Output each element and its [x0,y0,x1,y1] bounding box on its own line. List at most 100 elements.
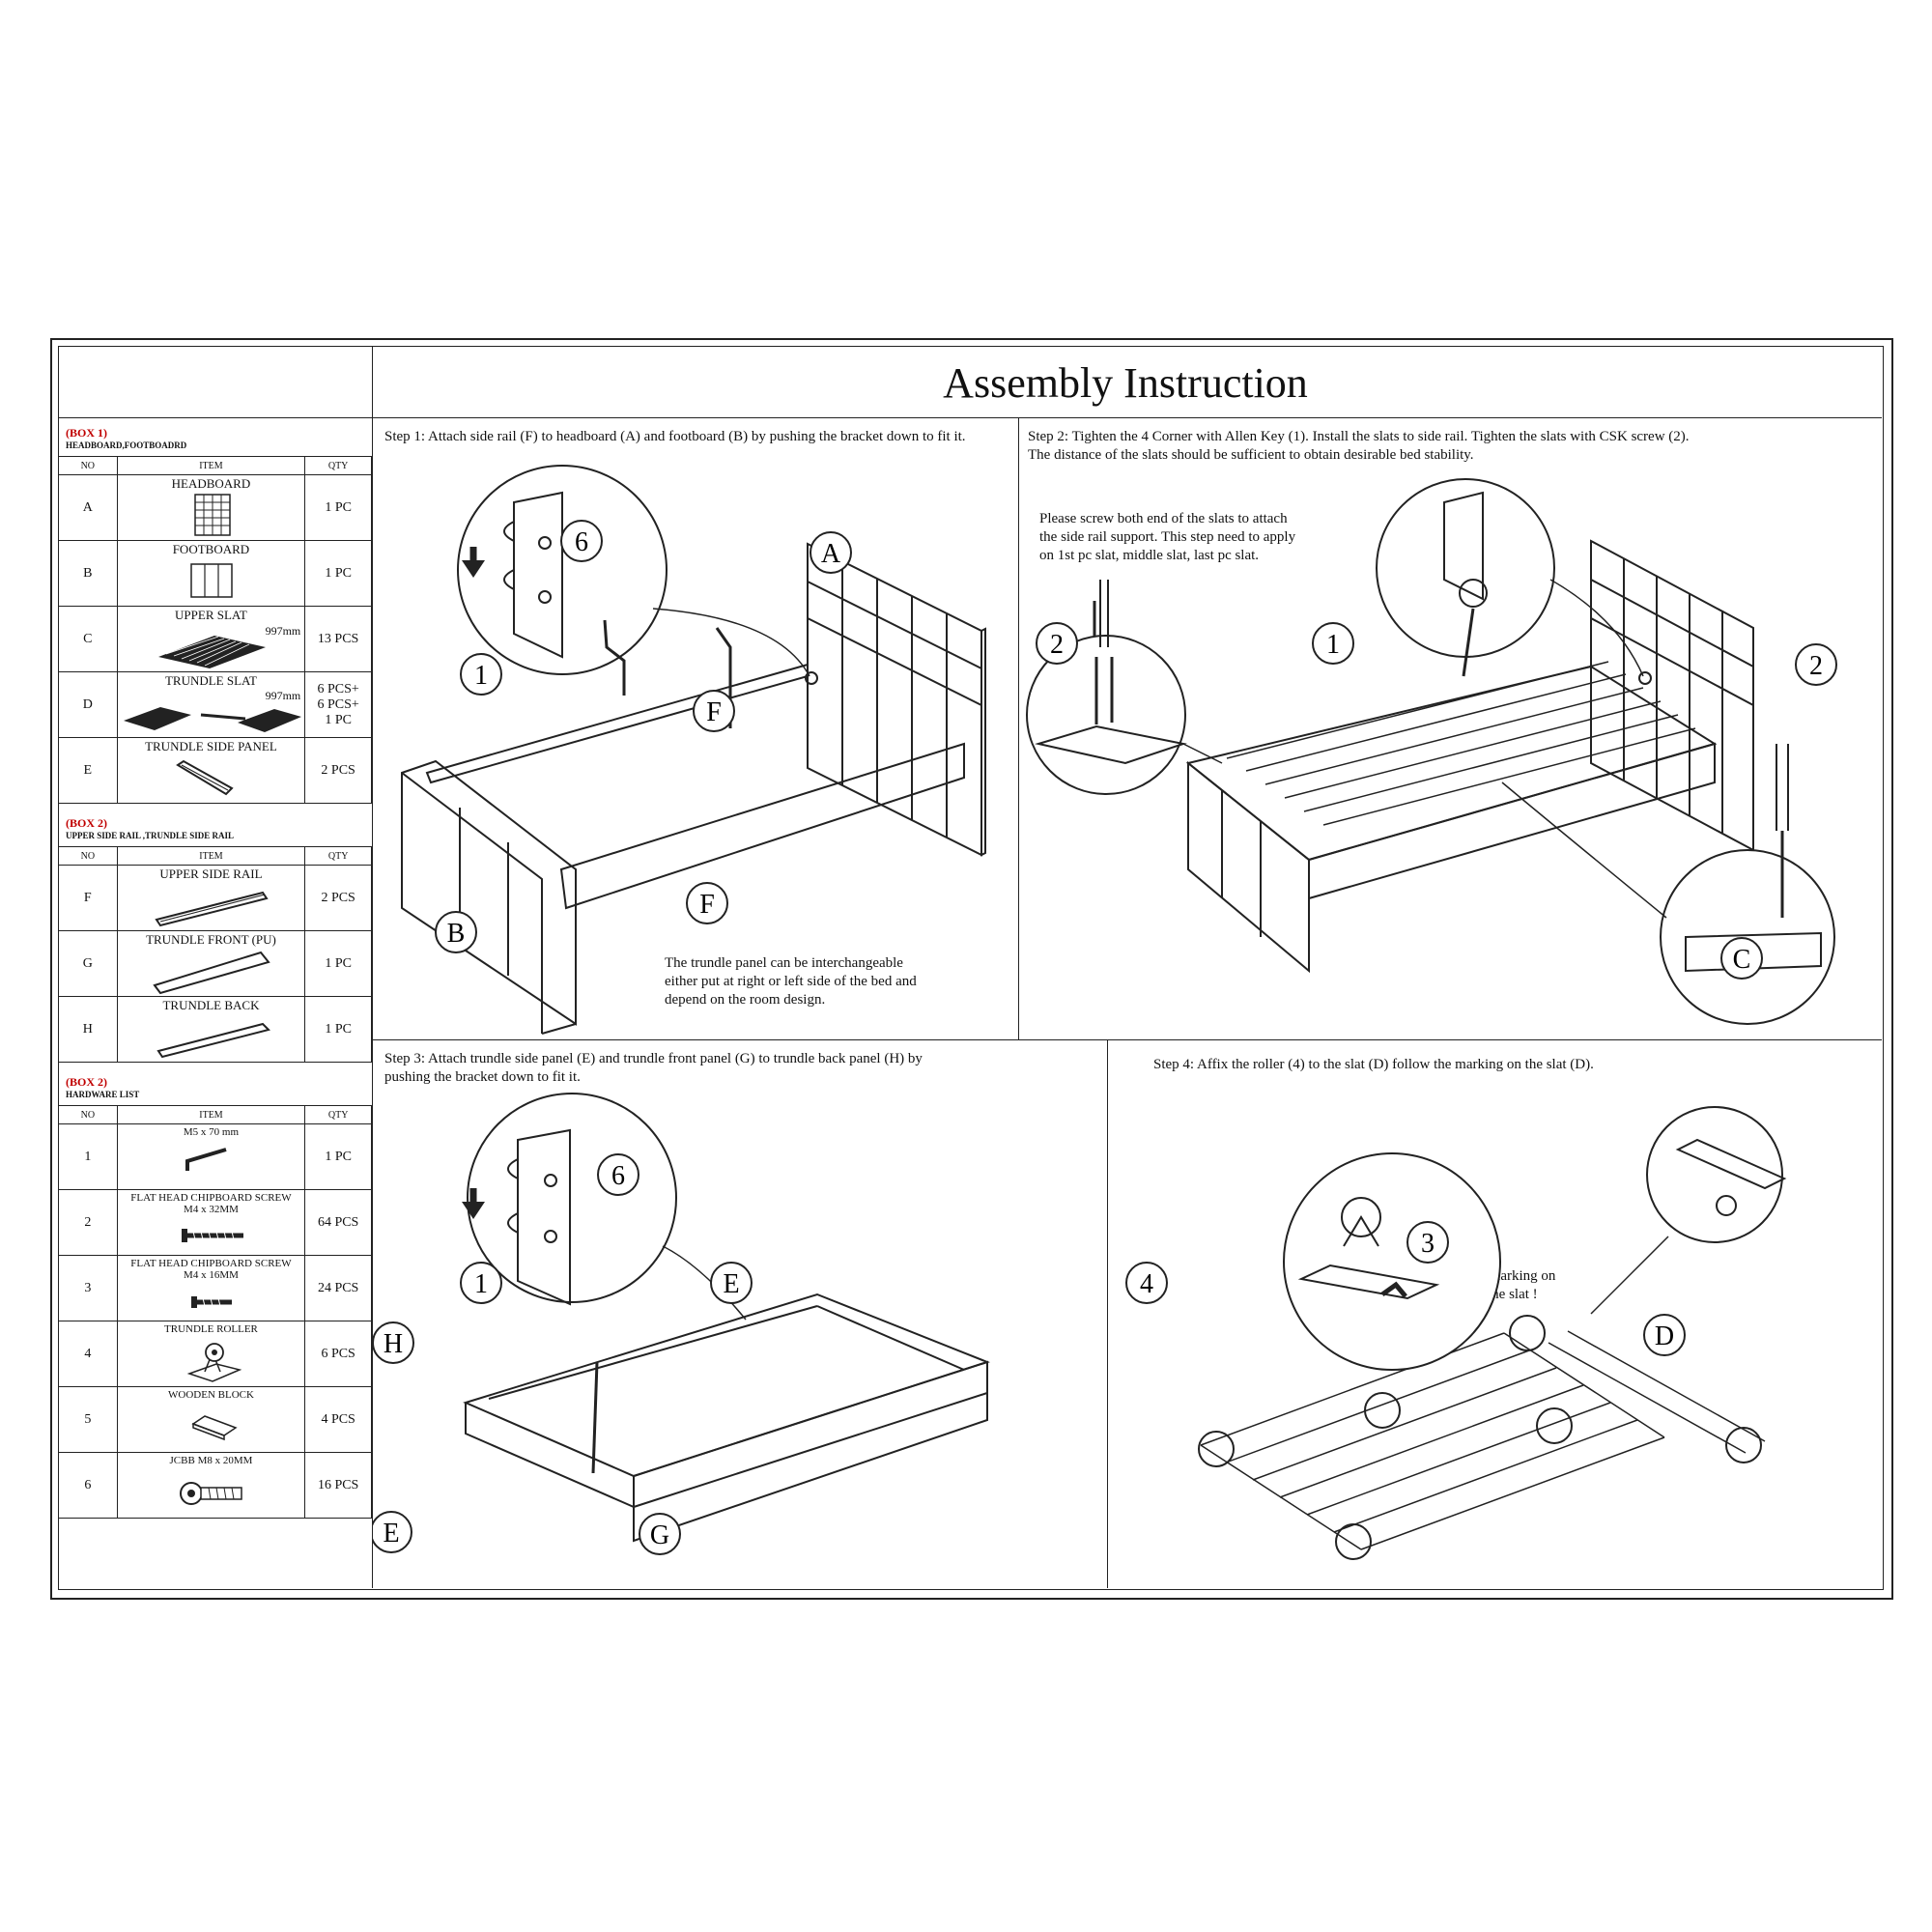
step1-diagram [401,465,986,1035]
part-qty: 64 PCS [304,1189,372,1256]
callout-text: 1 [474,1269,488,1299]
callout-circle [460,653,502,696]
allen-key-icon [185,1148,227,1171]
callout-text: 2 [1809,651,1823,681]
table-row: A HEADBOARD 1 PC [58,474,372,541]
box1-heading: (BOX 1) HEADBOARD,FOOTBOADRD [66,427,186,452]
callout-label: 2 [1036,622,1078,665]
step3-text: Step 3: Attach trundle side panel (E) an… [384,1051,923,1085]
trundle-slat-icon [123,707,301,732]
header-item: ITEM [116,456,306,475]
rail-icon [156,1022,270,1059]
callout-text: 3 [1421,1229,1435,1259]
rail-icon [155,891,269,927]
step4-text: Step 4: Affix the roller (4) to the slat… [1153,1057,1594,1072]
divider-title [372,417,1882,418]
step2-note: Please screw both end of the slats to at… [1039,511,1296,563]
table-header-row: NO ITEM QTY [58,846,372,866]
callout-label: A [810,531,852,574]
part-name: TRUNDLE SLAT [164,673,257,688]
callout-label: C [1720,937,1763,980]
divider-left-column [372,346,373,1588]
box2-table: NO ITEM QTY F UPPER SIDE RAIL 2 PCS G TR… [58,846,372,1063]
callout-label: 3 [1406,1221,1449,1264]
part-name: FOOTBOARD [172,542,250,556]
callout-circle [686,882,728,924]
callout-text: 4 [1140,1269,1153,1299]
box1-subtitle: HEADBOARD,FOOTBOADRD [66,440,187,450]
step1-text: Step 1: Attach side rail (F) to headboar… [384,429,966,444]
hardware-subtitle: HARDWARE LIST [66,1090,140,1099]
callout-circle [1036,622,1078,665]
part-qty: 1 PC [304,474,372,541]
part-qty: 1 PC [304,930,372,997]
part-name: WOODEN BLOCK [168,1389,254,1401]
callout-circle [597,1153,639,1196]
callout-label: 2 [1795,643,1837,686]
part-name: FLAT HEAD CHIPBOARD SCREW [130,1192,292,1204]
header-item: ITEM [116,1105,306,1124]
callout-label: H [373,1321,414,1364]
header-qty: QTY [304,846,372,866]
part-no: H [58,996,118,1063]
table-row: 3 FLAT HEAD CHIPBOARD SCREW M4 x 16MM 24… [58,1255,372,1321]
part-no: 2 [58,1189,118,1256]
divider-step3-step4 [1107,1039,1108,1588]
part-qty: 1 PC [304,1123,372,1190]
table-row: F UPPER SIDE RAIL 2 PCS [58,865,372,931]
callout-circle [373,1511,412,1553]
bolt-icon [179,1482,242,1505]
part-no: 4 [58,1321,118,1387]
box2-subtitle: UPPER SIDE RAIL ,TRUNDLE SIDE RAIL [66,831,235,840]
part-no: 1 [58,1123,118,1190]
header-no: NO [58,456,118,475]
step3-diagram [462,1093,990,1543]
part-qty: 2 PCS [304,737,372,804]
step4-diagram [1198,1106,1787,1560]
callout-circle [693,690,735,732]
table-row: G TRUNDLE FRONT (PU) 1 PC [58,930,372,997]
part-size: M4 x 16MM [184,1269,239,1281]
callout-text: 6 [611,1161,625,1191]
part-size: M4 x 32MM [184,1204,239,1215]
table-row: 4 TRUNDLE ROLLER 6 PCS [58,1321,372,1387]
part-qty: 16 PCS [304,1452,372,1519]
callout-text: F [699,890,715,920]
callout-text: A [821,539,841,569]
table-row: H TRUNDLE BACK 1 PC [58,996,372,1063]
slat-bundle-icon [157,636,266,668]
callout-text: C [1733,945,1751,975]
part-name: JCBB M8 x 20MM [169,1455,253,1466]
callout-text: 1 [474,661,488,691]
part-name: UPPER SLAT [175,608,247,622]
header-qty: QTY [304,1105,372,1124]
part-name: FLAT HEAD CHIPBOARD SCREW [130,1258,292,1269]
part-no: 3 [58,1255,118,1321]
step1-note: The trundle panel can be interchangeable… [665,955,917,1008]
sheet-outer-border [50,338,1893,1600]
box1-label: (BOX 1) [66,426,107,440]
callout-label: 6 [560,520,603,562]
part-qty: 1 PC [304,996,372,1063]
callout-label: 6 [597,1153,639,1196]
divider-upper-lower [372,1039,1882,1040]
part-dimension: 997mm [265,624,301,638]
side-panel-icon [175,759,234,796]
callout-circle [435,911,477,953]
header-item: ITEM [116,846,306,866]
part-qty: 4 PCS [304,1386,372,1453]
page-title: Assembly Instruction [943,358,1308,407]
callout-label: E [373,1511,412,1553]
table-row: C UPPER SLAT 997mm 13 PCS [58,606,372,672]
divider-left-header [58,417,372,418]
table-row: D TRUNDLE SLAT 997mm 6 PCS+ 6 PCS+ 1 PC [58,671,372,738]
part-no: 5 [58,1386,118,1453]
part-no: A [58,474,118,541]
table-row: E TRUNDLE SIDE PANEL 2 PCS [58,737,372,804]
table-row: 2 FLAT HEAD CHIPBOARD SCREW M4 x 32MM 64… [58,1189,372,1256]
footboard-icon [189,563,233,598]
part-no: C [58,606,118,672]
part-name: TRUNDLE FRONT (PU) [146,932,276,947]
part-qty: 6 PCS [304,1321,372,1387]
